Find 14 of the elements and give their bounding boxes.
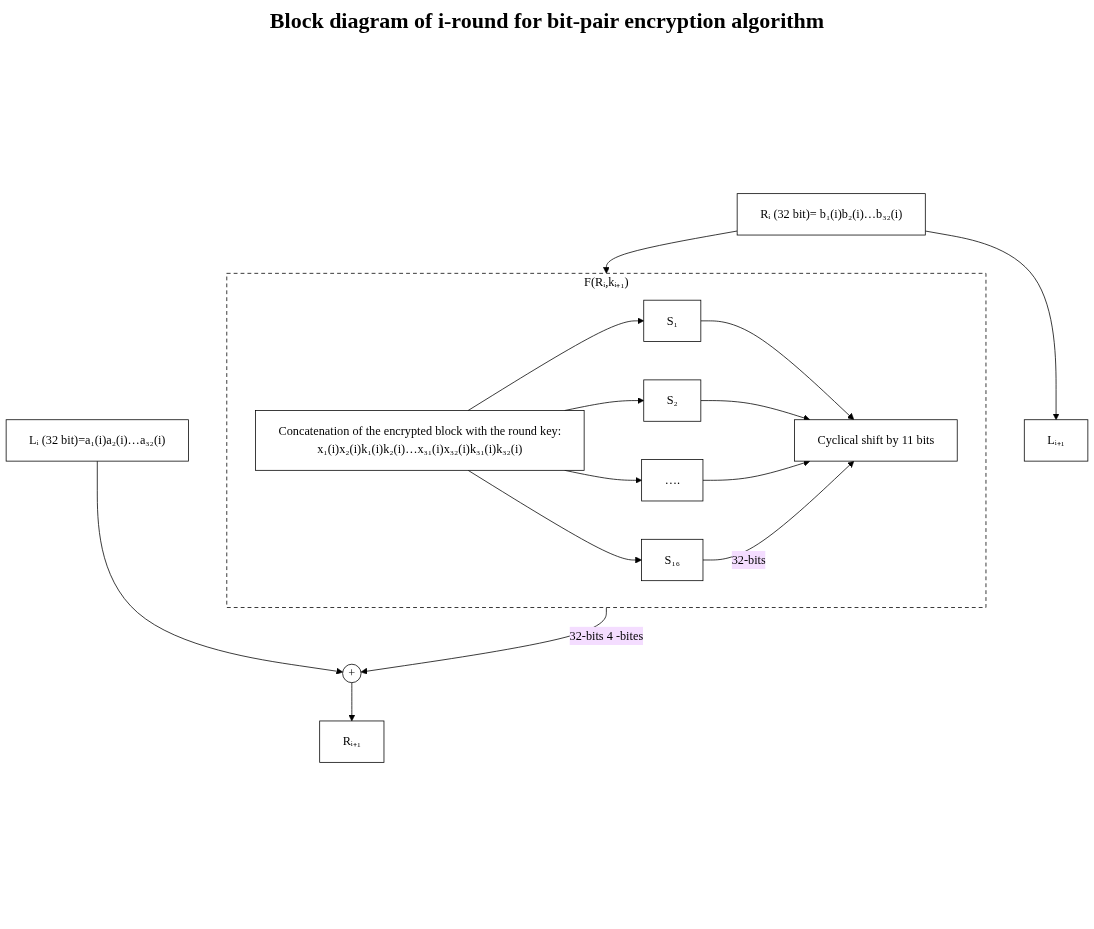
edge-label: 32-bits (731, 553, 766, 567)
edge-label: 32-bits 4 -bites (569, 628, 644, 642)
node-box: Lᵢ (32 bit)=a₁(i)a₂(i)…a₃₂(i) (5, 419, 189, 462)
diagram-title: Block diagram of i-round for bit-pair encryption algorithm (268, 8, 826, 34)
node-box: Cyclical shift by 11 bits (794, 419, 958, 462)
node-box: …. (641, 459, 704, 502)
node-box: S₁₆ (641, 538, 704, 582)
node-box: Rᵢ₊₁ (319, 720, 385, 763)
node-box: S₁ (643, 299, 702, 342)
node-box: Rᵢ (32 bit)= b₁(i)b₂(i)…b₃₂(i) (736, 193, 926, 236)
node-box: Lᵢ₊₁ (1023, 419, 1089, 462)
node-box: S₂ (643, 379, 702, 422)
node-box: Concatenation of the encrypted block with the round key: x₁(i)x₂(i)k₁(i)k₂(i)…x₃₁(i)x₃₂(i)k₃₁(i)k₃₂(i) (255, 410, 585, 471)
node-circle: + (342, 663, 362, 684)
